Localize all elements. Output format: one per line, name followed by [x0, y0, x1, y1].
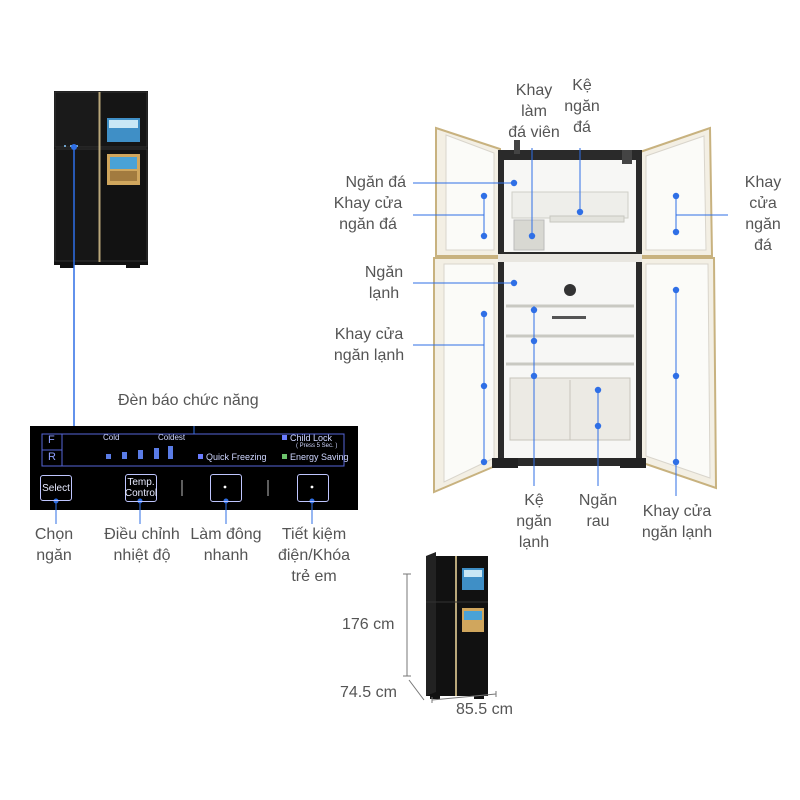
quick-freezing-button[interactable] — [210, 474, 242, 502]
callout-dots — [480, 179, 680, 466]
label-khay-cua-ngan-da-right: Khay cửa ngăn đá — [744, 174, 782, 254]
label-khay-lam-da-vien: Khay làm đá viên — [508, 82, 560, 141]
label-tiet-kiem-dien-khoa-tre-em: Tiết kiệm điện/Khóa trẻ em — [277, 526, 351, 585]
panel-child-lock-label: Child Lock — [290, 433, 333, 443]
panel-energy-saving-label: Energy Saving — [290, 452, 349, 462]
label-khay-cua-ngan-lanh-left: Khay cửa ngăn lạnh — [333, 326, 405, 364]
dimension-height: 176 cm — [342, 616, 395, 633]
panel-coldest-label: Coldest — [158, 433, 186, 442]
select-button[interactable]: Select — [40, 475, 72, 501]
label-ngan-da: Ngăn đá — [345, 174, 407, 191]
label-den-bao-chuc-nang: Đèn báo chức năng — [118, 392, 259, 409]
energy-saving-button[interactable] — [297, 474, 329, 502]
label-khay-cua-ngan-lanh-right: Khay cửa ngăn lạnh — [641, 503, 713, 541]
label-dieu-chinh-nhiet-do: Điều chỉnh nhiệt độ — [104, 526, 180, 564]
open-fridge-illustration — [433, 126, 718, 494]
panel-f-indicator: F — [48, 434, 55, 446]
label-chon-ngan: Chọn ngăn — [34, 526, 74, 564]
temp-control-button[interactable]: Temp. Control — [125, 474, 157, 502]
dimension-depth: 74.5 cm — [340, 684, 397, 701]
control-panel — [30, 426, 358, 510]
label-khay-cua-ngan-da-left: Khay cửa ngăn đá — [333, 195, 403, 233]
dimension-lines — [403, 573, 497, 703]
fridge-thumbnail — [54, 91, 148, 268]
panel-cold-label: Cold — [103, 433, 120, 442]
label-ke-ngan-lanh: Kệ ngăn lạnh — [516, 492, 552, 551]
panel-press5-label: ( Press 5 Sec. ) — [296, 443, 338, 449]
dimension-fridge — [426, 552, 488, 699]
label-lam-dong-nhanh: Làm đông nhanh — [190, 526, 262, 564]
panel-callout-lines — [55, 501, 313, 524]
panel-quick-freezing-label: Quick Freezing — [206, 452, 267, 462]
label-ngan-rau: Ngăn rau — [578, 492, 618, 530]
dimension-width: 85.5 cm — [456, 701, 513, 718]
label-ngan-lanh: Ngăn lạnh — [364, 264, 404, 302]
panel-r-indicator: R — [48, 451, 56, 463]
thumbnail-dot — [71, 144, 77, 150]
label-ke-ngan-da: Kệ ngăn đá — [564, 77, 600, 136]
